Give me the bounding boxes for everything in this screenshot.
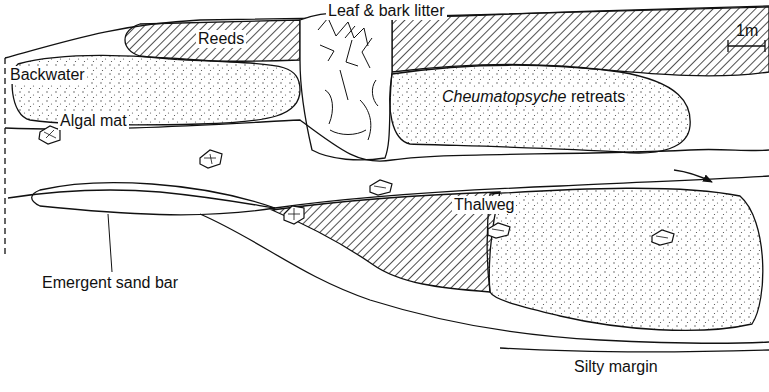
region-label: Thalweg [452, 196, 516, 214]
region-label: Silty margin [572, 358, 660, 376]
scale-label: 1m [734, 22, 760, 40]
callout-label: Algal mat [58, 112, 129, 130]
region-label: Cheumatopsyche retreats [440, 88, 627, 106]
region-label: Backwater [8, 66, 87, 84]
callout-label: Leaf & bark litter [326, 2, 447, 20]
region-label: Reeds [196, 30, 246, 48]
callout-label: Emergent sand bar [40, 274, 180, 292]
